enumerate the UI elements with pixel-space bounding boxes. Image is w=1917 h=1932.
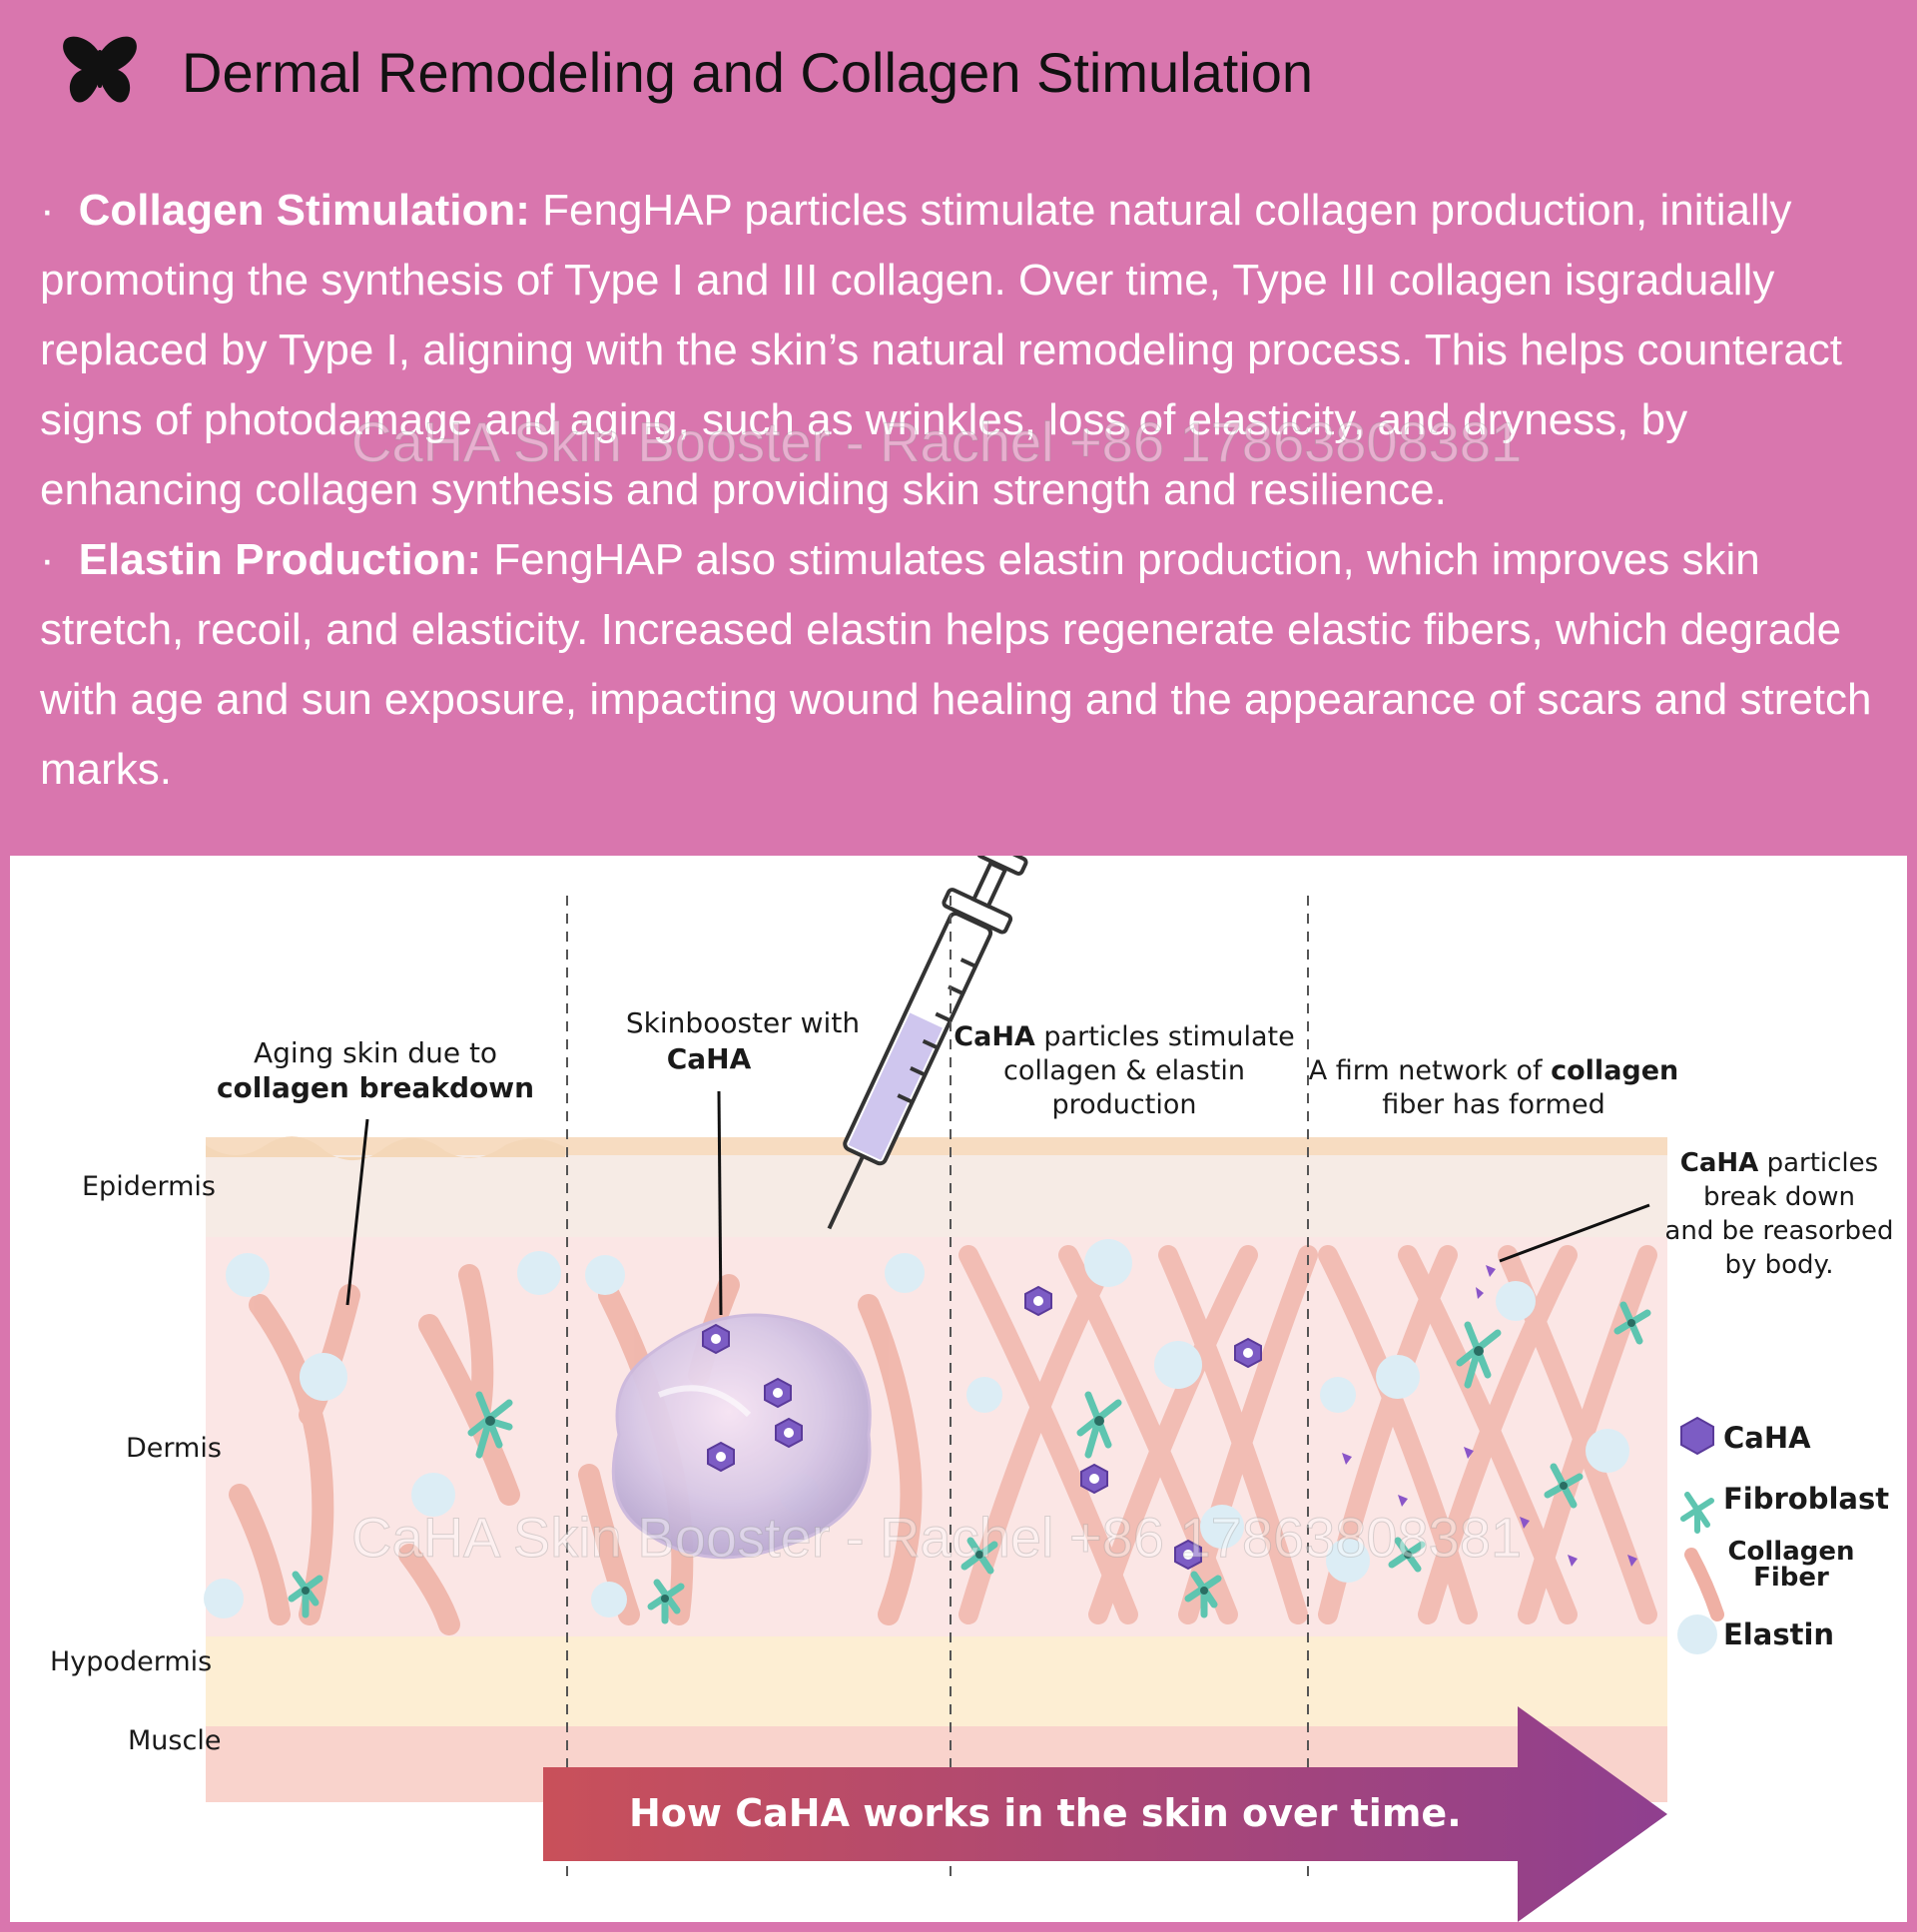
stage3-caption-line3: production (1052, 1089, 1197, 1120)
legend-collagen-icon (1684, 1548, 1724, 1621)
stage3-caption-line2: collagen & elastin (1003, 1055, 1245, 1086)
stage-dividers (566, 896, 1309, 1884)
label-hypodermis: Hypodermis (50, 1646, 212, 1677)
header: Dermal Remodeling and Collagen Stimulati… (0, 0, 1917, 150)
caha-particle-facets (711, 1296, 1253, 1560)
time-arrow-label: How CaHA works in the skin over time. (629, 1791, 1462, 1835)
legend-caha-icon (1680, 1416, 1714, 1456)
stage4-caption-bold: collagen (1551, 1055, 1678, 1086)
fibroblast-nuclei (302, 1319, 1635, 1603)
bullet: · (40, 186, 55, 235)
resorb-note-line1: CaHA particles (1680, 1148, 1878, 1178)
resorb-note-line3: and be reasorbed (1664, 1216, 1893, 1246)
stage4-caption-line1: A firm network of collagen (1309, 1055, 1679, 1086)
gel-highlight (657, 1385, 752, 1418)
epidermis-top-band (206, 1137, 1667, 1157)
butterfly-icon (63, 36, 137, 103)
diagram-panel: Epidermis Dermis Hypodermis Muscle Aging… (10, 856, 1907, 1922)
paragraph-elastin: · Elastin Production: FengHAP also stimul… (40, 525, 1897, 805)
stage4-caption-line2: fiber has formed (1382, 1089, 1604, 1120)
description: · Collagen Stimulation: FengHAP particles… (40, 176, 1897, 805)
label-epidermis: Epidermis (82, 1171, 216, 1202)
label-muscle: Muscle (128, 1725, 221, 1756)
caha-gel-injection (611, 1313, 872, 1560)
epidermis-layer (206, 1155, 1667, 1237)
label-pointers (345, 1090, 1650, 1316)
skin-diagram: Epidermis Dermis Hypodermis Muscle Aging… (50, 856, 1894, 1922)
stage2-caption-line1: Skinbooster with (626, 1006, 860, 1039)
legend-elastin-label: Elastin (1723, 1617, 1834, 1651)
paragraph-collagen: · Collagen Stimulation: FengHAP particles… (40, 176, 1897, 525)
legend-elastin-icon (1677, 1614, 1717, 1654)
stage2-caption-line2: CaHA (667, 1042, 752, 1075)
stage3-caption-rest: particles stimulate (1035, 1021, 1295, 1052)
stage3-caption-line1: CaHA particles stimulate (954, 1021, 1294, 1052)
legend-fibroblast-label: Fibroblast (1723, 1482, 1889, 1516)
stage1-caption-line1: Aging skin due to (254, 1036, 497, 1069)
label-dermis: Dermis (126, 1433, 222, 1464)
resorb-note-line2: break down (1703, 1182, 1855, 1212)
legend-collagen-label-line2: Fiber (1753, 1563, 1829, 1593)
paragraph-heading: Collagen Stimulation: (78, 186, 530, 235)
resorb-note-line4: by body. (1724, 1250, 1833, 1280)
watermark-bottom: CaHA Skin Booster - Rachel +86 178638083… (350, 1506, 1523, 1570)
caha-fragments (1342, 1265, 1637, 1567)
paragraph-text: FengHAP particles stimulate natural coll… (40, 186, 1843, 514)
resorb-note-bold: CaHA (1680, 1148, 1759, 1178)
paragraph-text: FengHAP also stimulates elastin producti… (40, 535, 1872, 794)
stage4-caption-start: A firm network of (1309, 1055, 1551, 1086)
legend: CaHA Fibroblast Collagen Fiber Elastin (1677, 1416, 1889, 1654)
stage1-caption-line2: collagen breakdown (217, 1071, 534, 1104)
collagen-fibers-stage1 (229, 1264, 520, 1635)
bullet: · (40, 535, 55, 584)
syringe-icon (827, 856, 1028, 1230)
page-title: Dermal Remodeling and Collagen Stimulati… (182, 41, 1314, 104)
paragraph-heading: Elastin Production: (78, 535, 482, 584)
resorb-note-rest: particles (1758, 1148, 1878, 1178)
time-arrow (543, 1706, 1667, 1922)
legend-collagen-label-line1: Collagen (1727, 1537, 1854, 1567)
hypodermis-layer (206, 1636, 1667, 1726)
wrinkled-epidermis (206, 1136, 565, 1161)
watermark-top: CaHA Skin Booster - Rachel +86 178638083… (350, 410, 1523, 474)
legend-fibroblast-icon (1680, 1492, 1714, 1534)
stage3-caption-bold: CaHA (954, 1021, 1035, 1052)
legend-caha-label: CaHA (1723, 1421, 1811, 1455)
